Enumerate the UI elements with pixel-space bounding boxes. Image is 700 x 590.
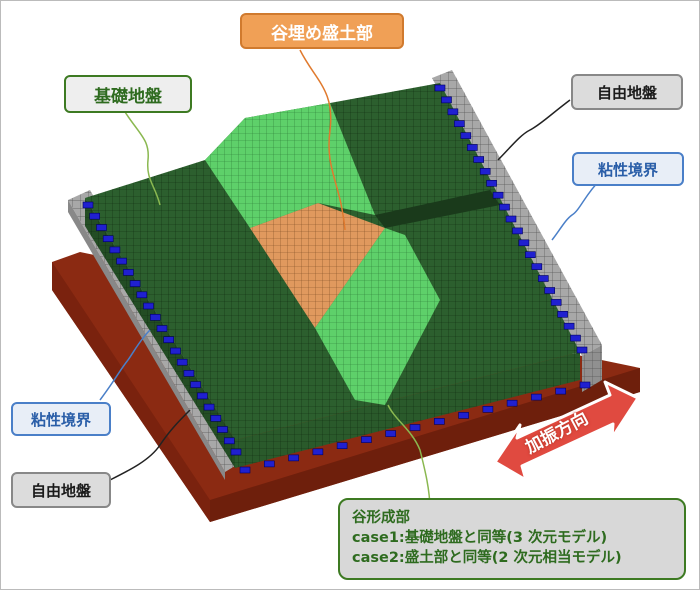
damper-front	[433, 418, 445, 425]
damper-right	[518, 239, 530, 247]
damper-right	[473, 156, 485, 163]
damper-front	[482, 405, 494, 413]
damper-left	[143, 302, 154, 310]
free-field-right-callout: 自由地盤	[571, 74, 683, 110]
damper-right	[557, 310, 568, 318]
damper-left	[197, 392, 208, 400]
damper-right	[570, 334, 581, 342]
damper-right	[479, 168, 491, 175]
damper-left	[82, 201, 94, 209]
viscous-dampers-front	[239, 381, 591, 474]
viscous-left-label: 粘性境界	[30, 410, 91, 429]
valley-case2-text: case2:盛土部と同等(2 次元相当モデル)	[352, 550, 622, 566]
damper-left	[109, 246, 121, 254]
damper-right	[531, 263, 543, 270]
leader-lines	[99, 49, 601, 511]
damper-right	[576, 346, 588, 354]
damper-right	[441, 96, 452, 104]
valley-fill-mesh	[250, 203, 385, 328]
damper-right	[550, 299, 562, 306]
damper-right	[466, 144, 478, 151]
damper-front	[239, 466, 251, 474]
damper-right	[505, 215, 517, 223]
damper-left	[123, 269, 134, 276]
damper-right	[486, 180, 497, 187]
damper-left	[156, 325, 168, 332]
damper-right	[563, 322, 575, 330]
viscous-left-callout: 粘性境界	[11, 402, 111, 436]
damper-right	[447, 108, 459, 116]
damper-front	[288, 454, 299, 462]
damper-left	[116, 257, 127, 265]
damper-left	[150, 313, 161, 321]
damper-front	[312, 448, 324, 456]
viscous-right-label: 粘性境界	[597, 160, 658, 179]
damper-front	[555, 387, 567, 395]
damper-right	[460, 132, 472, 139]
viscous-dampers-left	[82, 201, 242, 456]
damper-front	[531, 393, 542, 401]
damper-front	[579, 381, 591, 389]
damper-front	[385, 430, 397, 437]
damper-left	[210, 414, 222, 422]
valley-formation-mesh	[205, 103, 500, 405]
damper-left	[89, 212, 100, 220]
damper-left	[183, 370, 195, 377]
damper-left	[217, 426, 228, 433]
damper-right	[499, 203, 510, 211]
free-field-right-label: 自由地盤	[596, 83, 657, 102]
valley-fill-callout: 谷埋め盛土部	[240, 13, 404, 49]
foundation-label: 基礎地盤	[94, 86, 162, 107]
damper-right	[525, 251, 536, 258]
valley-formation-title: 谷形成部	[352, 510, 410, 526]
free-field-right	[432, 70, 602, 392]
damper-right	[544, 287, 556, 294]
valley-formation-callout: 谷形成部 case1:基礎地盤と同等(3 次元モデル) case2:盛土部と同等…	[338, 498, 686, 580]
damper-front	[336, 442, 348, 450]
damper-right	[512, 227, 523, 235]
damper-left	[163, 336, 174, 344]
damper-left	[170, 347, 181, 355]
free-field-left-label: 自由地盤	[30, 481, 91, 500]
damper-left	[230, 448, 242, 456]
damper-front	[409, 424, 421, 431]
viscous-dampers-right	[434, 84, 588, 354]
damper-left	[102, 235, 114, 242]
valley-case1-text: case1:基礎地盤と同等(3 次元モデル)	[352, 530, 608, 546]
damper-left	[176, 358, 188, 366]
damper-front	[458, 412, 469, 419]
valley-fill-label: 谷埋め盛土部	[271, 23, 373, 44]
damper-left	[129, 280, 141, 287]
foundation-callout: 基礎地盤	[64, 75, 192, 113]
damper-front	[263, 460, 275, 468]
free-field-left-callout: 自由地盤	[11, 472, 111, 508]
damper-left	[190, 381, 201, 388]
damper-left	[224, 437, 235, 445]
damper-right	[454, 120, 465, 127]
damper-front	[506, 399, 518, 407]
excitation-direction-arrow	[493, 380, 640, 482]
damper-front	[361, 436, 372, 443]
damper-right	[537, 275, 549, 282]
damper-right	[434, 84, 446, 92]
damper-left	[136, 291, 148, 299]
damper-right	[492, 191, 504, 199]
viscous-right-callout: 粘性境界	[572, 152, 684, 186]
damper-left	[203, 403, 215, 411]
damper-left	[96, 224, 107, 231]
